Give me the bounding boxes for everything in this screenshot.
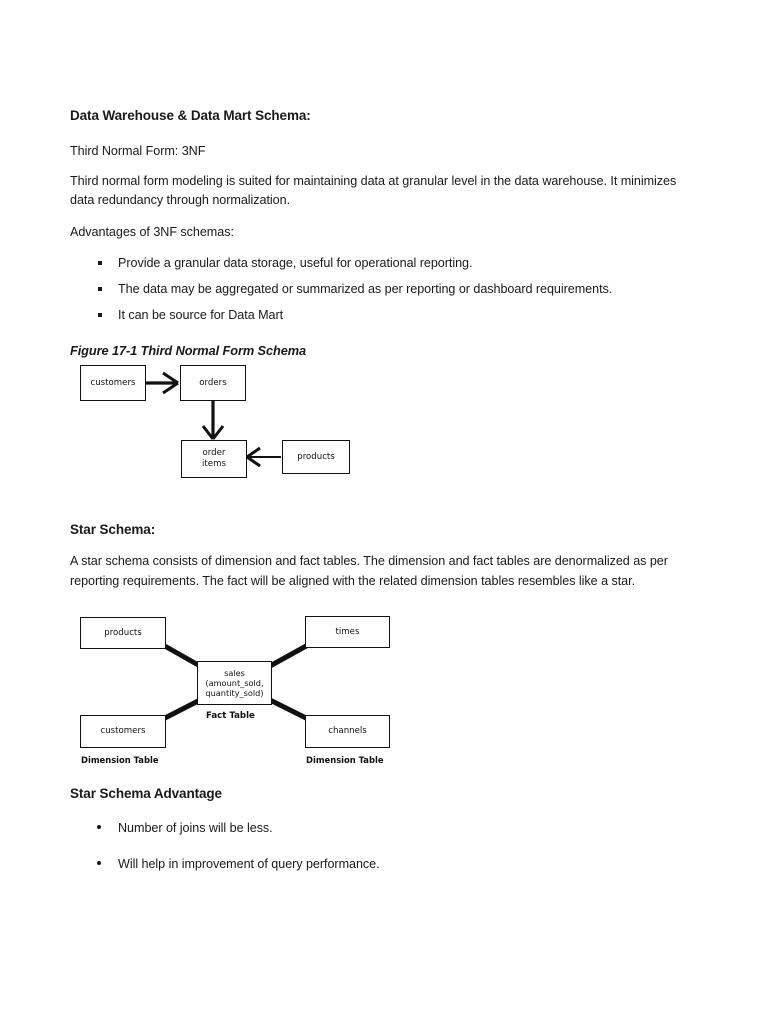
er-entity-order-items: order items (181, 440, 247, 478)
star-dimension-table-label-right: Dimension Table (306, 755, 384, 765)
list-item: The data may be aggregated or summarized… (70, 280, 690, 299)
star-schema-advantage-heading: Star Schema Advantage (70, 786, 222, 801)
star-dimension-customers: customers (80, 715, 166, 748)
list-item: Number of joins will be less. (70, 819, 690, 838)
third-normal-form-subtitle: Third Normal Form: 3NF (70, 144, 206, 159)
star-fact-measures-line1: (amount_sold, (205, 677, 264, 688)
star-dimension-times: times (305, 616, 390, 648)
page-title: Data Warehouse & Data Mart Schema: (70, 108, 311, 123)
document-body: Data Warehouse & Data Mart Schema: Third… (70, 108, 690, 358)
star-fact-table-label: Fact Table (206, 711, 255, 721)
star-dimension-products: products (80, 617, 166, 649)
figure-caption-17-1: Figure 17-1 Third Normal Form Schema (70, 342, 307, 358)
advantages-3nf-list: Provide a granular data storage, useful … (70, 254, 690, 325)
star-fact-measures-line2: quantity_sold) (205, 688, 264, 699)
star-schema-section: Star Schema: A star schema consists of d… (70, 522, 690, 603)
star-dimension-table-label-left: Dimension Table (81, 755, 159, 765)
star-dimension-times-label: times (335, 626, 360, 637)
star-schema-paragraph: A star schema consists of dimension and … (70, 554, 668, 588)
star-dimension-products-label: products (104, 627, 142, 638)
er-entity-order-items-label-line1: order (202, 448, 226, 459)
er-entity-customers: customers (80, 365, 146, 401)
er-entity-customers-label: customers (90, 377, 136, 388)
star-schema-advantage-list: Number of joins will be less. Will help … (70, 819, 690, 874)
er-entity-products-label: products (297, 451, 335, 462)
star-dimension-channels: channels (305, 715, 390, 748)
list-item: It can be source for Data Mart (70, 306, 690, 325)
er-entity-orders: orders (180, 365, 246, 401)
star-schema-advantage-section: Star Schema Advantage Number of joins wi… (70, 786, 690, 891)
third-normal-form-paragraph: Third normal form modeling is suited for… (70, 173, 677, 208)
star-fact-table-sales: sales (amount_sold, quantity_sold) (197, 661, 272, 705)
advantages-lead-in: Advantages of 3NF schemas: (70, 224, 234, 239)
star-fact-table-name: sales (224, 667, 245, 678)
star-schema-heading: Star Schema: (70, 522, 156, 537)
star-dimension-customers-label: customers (100, 726, 146, 737)
list-item: Will help in improvement of query perfor… (70, 855, 690, 874)
star-dimension-channels-label: channels (328, 726, 367, 737)
er-entity-orders-label: orders (199, 377, 227, 388)
er-entity-order-items-label-line2: items (202, 459, 226, 469)
er-entity-products: products (282, 440, 350, 474)
list-item: Provide a granular data storage, useful … (70, 254, 690, 273)
